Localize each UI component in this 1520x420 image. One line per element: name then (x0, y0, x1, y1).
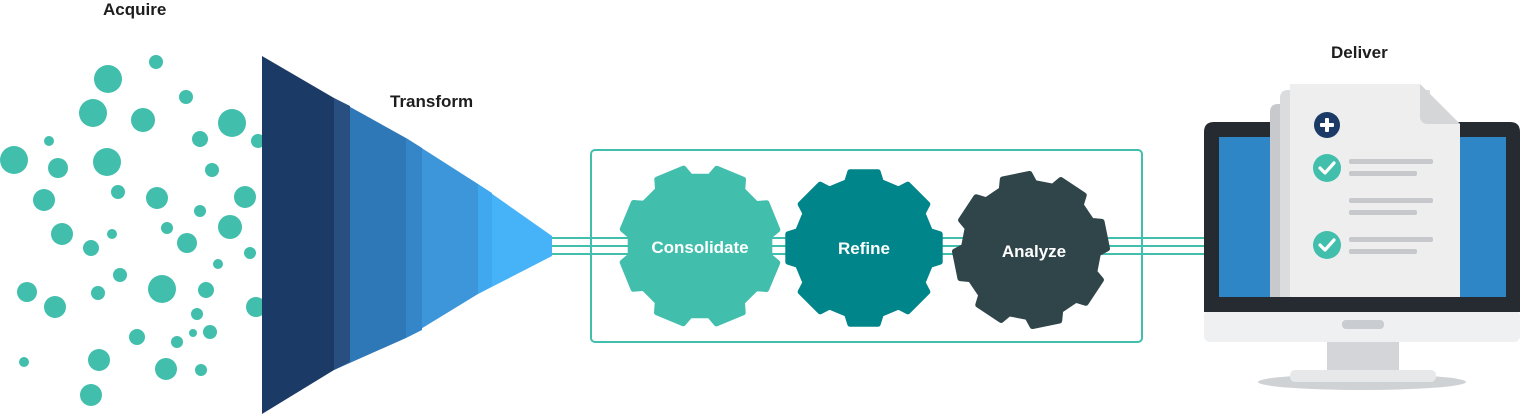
gear-body (952, 171, 1110, 329)
data-dot (148, 275, 176, 303)
data-dot (131, 108, 155, 132)
data-dot (80, 384, 102, 406)
data-dot (111, 185, 125, 199)
data-dot (129, 329, 145, 345)
data-dot (205, 163, 219, 177)
data-dot (91, 286, 105, 300)
data-dot (33, 189, 55, 211)
gear-body (785, 169, 943, 327)
gear-icon (952, 171, 1110, 329)
data-dot (179, 90, 193, 104)
data-dot (113, 268, 127, 282)
data-dot (194, 205, 206, 217)
data-dot (0, 146, 28, 174)
stage-label-transform: Transform (390, 92, 474, 111)
data-dot (195, 364, 207, 376)
document-icon (1270, 84, 1460, 297)
data-dot (218, 109, 246, 137)
gear-icon (619, 165, 781, 327)
data-dot (218, 215, 242, 239)
gear-label-analyze: Analyze (1002, 242, 1066, 261)
data-dot (149, 55, 163, 69)
data-dot (93, 148, 121, 176)
data-dot (155, 358, 177, 380)
funnel-band-2 (262, 56, 334, 414)
data-dot (83, 240, 99, 256)
data-dot (244, 247, 256, 259)
funnel-highlight-b (406, 138, 422, 338)
data-dot (19, 357, 29, 367)
data-dot (251, 134, 265, 148)
gear-body (619, 165, 781, 327)
data-dot (146, 187, 168, 209)
data-dot (189, 329, 197, 337)
data-dot (246, 297, 266, 317)
gear-label-consolidate: Consolidate (651, 238, 748, 257)
transform-funnel (262, 56, 552, 414)
funnel-highlight-a (478, 184, 492, 294)
document-text-lines (1349, 159, 1433, 254)
acquire-data-dots (0, 55, 266, 406)
funnel-band-5 (478, 184, 552, 294)
data-dot (161, 222, 173, 234)
funnel-band-3 (334, 98, 406, 370)
data-dot (79, 99, 107, 127)
data-dot (44, 136, 54, 146)
data-dot (191, 308, 203, 320)
data-dot (192, 131, 208, 147)
plus-circle-icon (1314, 112, 1340, 138)
data-dot (171, 336, 183, 348)
stage-label-acquire: Acquire (103, 0, 167, 19)
data-dot (44, 296, 66, 318)
funnel-band-4 (406, 138, 478, 338)
data-dot (88, 349, 110, 371)
data-dot (48, 158, 68, 178)
stage-label-deliver: Deliver (1331, 43, 1388, 62)
data-dot (177, 233, 197, 253)
check-circle-icon (1313, 231, 1341, 259)
funnel-highlight-c (334, 98, 350, 370)
monitor-stand-neck (1327, 340, 1399, 374)
data-dot (198, 282, 214, 298)
data-dot (94, 65, 122, 93)
data-dot (51, 223, 73, 245)
document-fold (1420, 84, 1460, 124)
data-dot (213, 259, 223, 269)
data-dot (107, 229, 117, 239)
data-dot (234, 186, 256, 208)
data-dot (17, 282, 37, 302)
gear-icon (785, 169, 943, 327)
check-circle-icon (1313, 154, 1341, 182)
gear-label-refine: Refine (838, 239, 890, 258)
data-dot (203, 325, 217, 339)
